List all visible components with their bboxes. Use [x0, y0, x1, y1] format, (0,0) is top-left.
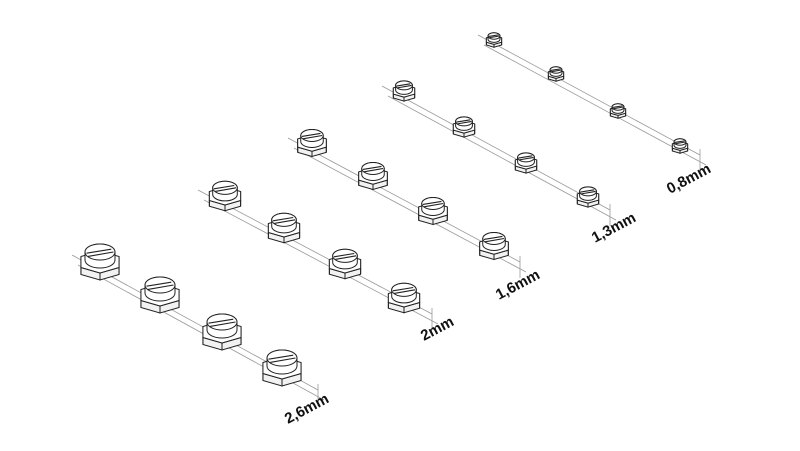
- row-label-2-6mm: 2,6mm: [282, 390, 332, 427]
- bolt-row4-2: [609, 103, 627, 119]
- bolt-row1-3: [387, 282, 421, 314]
- bolt-row2-1: [358, 162, 388, 191]
- rails-layer: [71, 34, 707, 406]
- bolt-row3-0: [392, 80, 416, 102]
- bolt-row4-1: [547, 66, 565, 82]
- bolt-row3-1: [452, 116, 476, 138]
- bolt-row1-1: [267, 212, 301, 244]
- bolt-row0-1: [140, 276, 180, 314]
- bolt-row1-2: [328, 248, 362, 280]
- bolt-row4-0: [485, 32, 503, 48]
- bolt-row0-0: [80, 243, 120, 281]
- row-label-1-6mm: 1,6mm: [493, 266, 543, 303]
- rail-line-3: [381, 85, 611, 211]
- bolt-row3-2: [514, 152, 538, 174]
- bolt-row0-2: [202, 313, 242, 351]
- row-label-1-3mm: 1,3mm: [589, 209, 639, 246]
- bolt-row1-0: [208, 180, 242, 212]
- bolts-layer: [80, 32, 689, 387]
- rail-line-lower-4: [483, 44, 707, 166]
- bolt-row4-3: [671, 138, 689, 154]
- rail-line-4: [477, 34, 701, 156]
- labels-layer: 2,6mm 2mm 1,6mm 1,3mm 0,8mm: [282, 160, 714, 427]
- row-label-0-8mm: 0,8mm: [664, 160, 714, 197]
- row-label-2mm: 2mm: [418, 313, 457, 344]
- bolt-row2-0: [297, 129, 327, 158]
- bolt-row3-3: [576, 186, 600, 208]
- bolt-row0-3: [262, 349, 302, 387]
- bolt-row2-3: [479, 232, 509, 261]
- bolt-row2-2: [418, 197, 448, 226]
